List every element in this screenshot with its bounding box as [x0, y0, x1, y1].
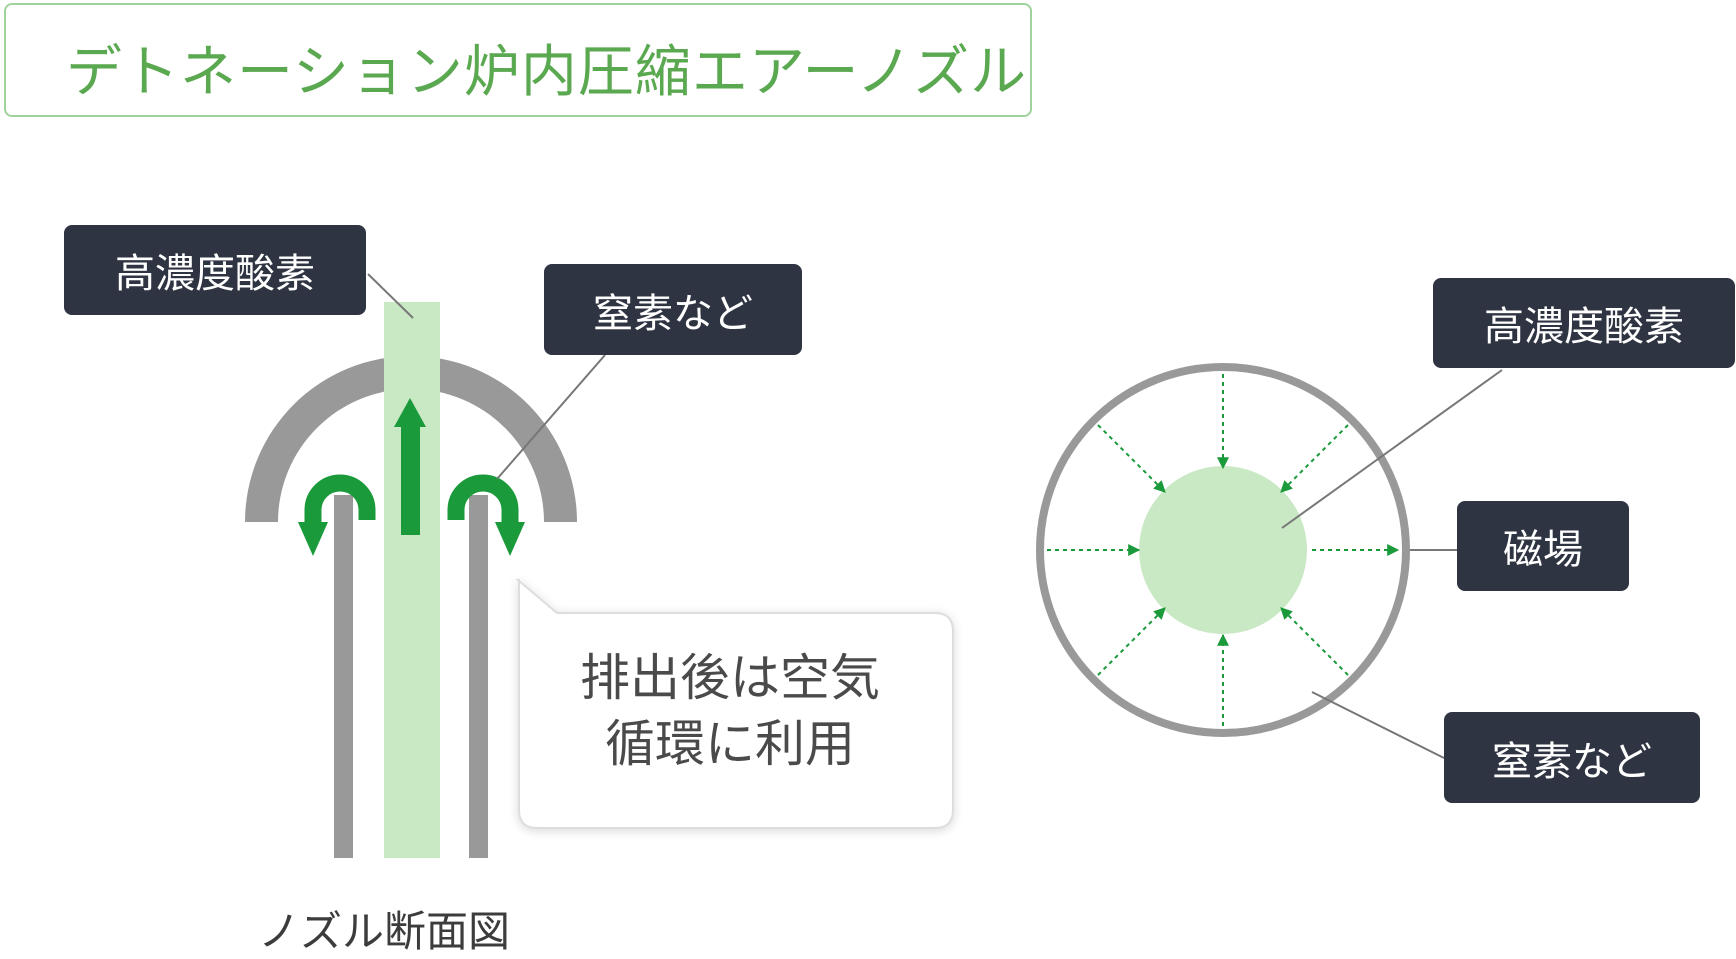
- flow-arrow-top-right: [1280, 424, 1349, 493]
- oxygen-core: [1139, 466, 1307, 634]
- nitrogen-callout-line-right: [1311, 691, 1445, 759]
- nozzle-dome: [245, 356, 577, 522]
- nozzle-caption: ノズル断面図: [258, 907, 511, 956]
- oxygen-label-left: 高濃度酸素: [64, 225, 366, 315]
- flow-arrow-top-left: [1097, 424, 1166, 493]
- speech-bubble: [515, 579, 954, 829]
- flow-arrow-bottom-right: [1280, 607, 1349, 676]
- right-u-arrow-head: [495, 522, 525, 556]
- center-arrow-shaft: [401, 425, 420, 535]
- flow-arrow-bottom-left: [1097, 607, 1166, 676]
- nitrogen-callout-line-left: [496, 354, 606, 480]
- right-u-arrow: [447, 474, 519, 524]
- flow-arrows: [1047, 374, 1400, 726]
- magnetic-ring: [1036, 363, 1410, 737]
- oxygen-callout-line-right: [1281, 369, 1503, 529]
- page-title: デトネーション炉内圧縮エアーノズル: [66, 40, 1028, 105]
- title-box: デトネーション炉内圧縮エアーノズル: [4, 3, 1032, 117]
- magnetic-label: 磁場: [1457, 501, 1629, 591]
- center-arrow-head: [394, 398, 426, 427]
- bubble-text: 排出後は空気 循環に利用: [580, 649, 880, 773]
- oxygen-callout-line-left: [367, 273, 414, 319]
- oxygen-channel: [384, 302, 440, 858]
- right-nozzle-wall: [469, 495, 488, 858]
- left-u-arrow: [304, 474, 376, 524]
- oxygen-label-right: 高濃度酸素: [1433, 278, 1735, 368]
- left-nozzle-wall: [334, 495, 353, 858]
- nitrogen-label-left: 窒素など: [544, 264, 802, 355]
- nitrogen-label-right: 窒素など: [1444, 712, 1700, 803]
- left-u-arrow-head: [298, 522, 328, 556]
